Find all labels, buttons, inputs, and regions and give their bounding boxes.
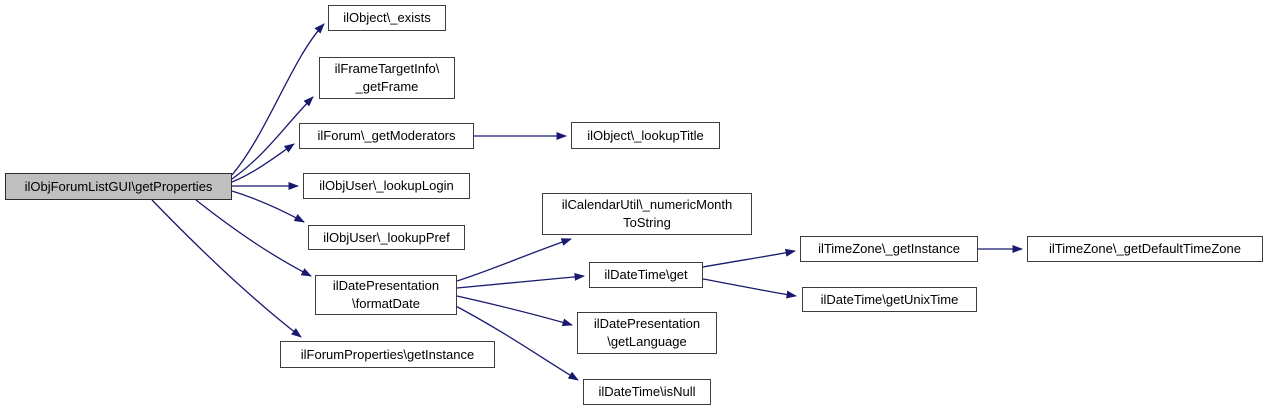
- node-ilframetargetinfo-getframe[interactable]: ilFrameTargetInfo\ _getFrame: [319, 57, 455, 99]
- edge-root-exists: [231, 23, 325, 176]
- edge-datetimeget-tzgetinstance: [702, 248, 796, 268]
- edge-formatdate-numericmonth: [456, 238, 572, 282]
- edge-formatdate-getlanguage: [456, 295, 573, 327]
- edge-formatdate-datetimeget: [456, 272, 585, 289]
- node-ilobjuser-lookuppref[interactable]: ilObjUser\_lookupPref: [308, 225, 465, 250]
- node-ildatetime-getunixtime[interactable]: ilDateTime\getUnixTime: [802, 287, 977, 312]
- node-ilobjuser-lookuplogin[interactable]: ilObjUser\_lookupLogin: [303, 173, 470, 199]
- node-ilobject-lookuptitle[interactable]: ilObject\_lookupTitle: [571, 122, 720, 149]
- node-iltimezone-getinstance[interactable]: ilTimeZone\_getInstance: [800, 236, 978, 262]
- node-ildatetime-get[interactable]: ilDateTime\get: [589, 262, 703, 288]
- edge-root-lookuppref: [231, 190, 305, 223]
- node-ilobject-exists[interactable]: ilObject\_exists: [328, 5, 446, 31]
- node-ildatetime-isnull[interactable]: ilDateTime\isNull: [583, 379, 711, 405]
- node-ilforumproperties-getinstance[interactable]: ilForumProperties\getInstance: [280, 341, 495, 368]
- node-ildatepresentation-getlanguage[interactable]: ilDatePresentation \getLanguage: [577, 312, 717, 354]
- edge-root-getmoderators: [231, 143, 295, 183]
- edge-root-forumprops: [151, 199, 302, 338]
- node-ilobjforumlistgui-getproperties: ilObjForumListGUI\getProperties: [5, 173, 232, 200]
- edge-datetimeget-getunixtime: [702, 278, 797, 299]
- node-ildatepresentation-formatdate[interactable]: ilDatePresentation \formatDate: [315, 275, 457, 315]
- node-ilforum-getmoderators[interactable]: ilForum\_getModerators: [299, 123, 474, 149]
- edge-root-formatdate: [195, 199, 312, 277]
- node-iltimezone-getdefaulttimezone[interactable]: ilTimeZone\_getDefaultTimeZone: [1027, 236, 1263, 262]
- node-ilcalendarutil-numericmonthtostring[interactable]: ilCalendarUtil\_numericMonth ToString: [542, 193, 752, 235]
